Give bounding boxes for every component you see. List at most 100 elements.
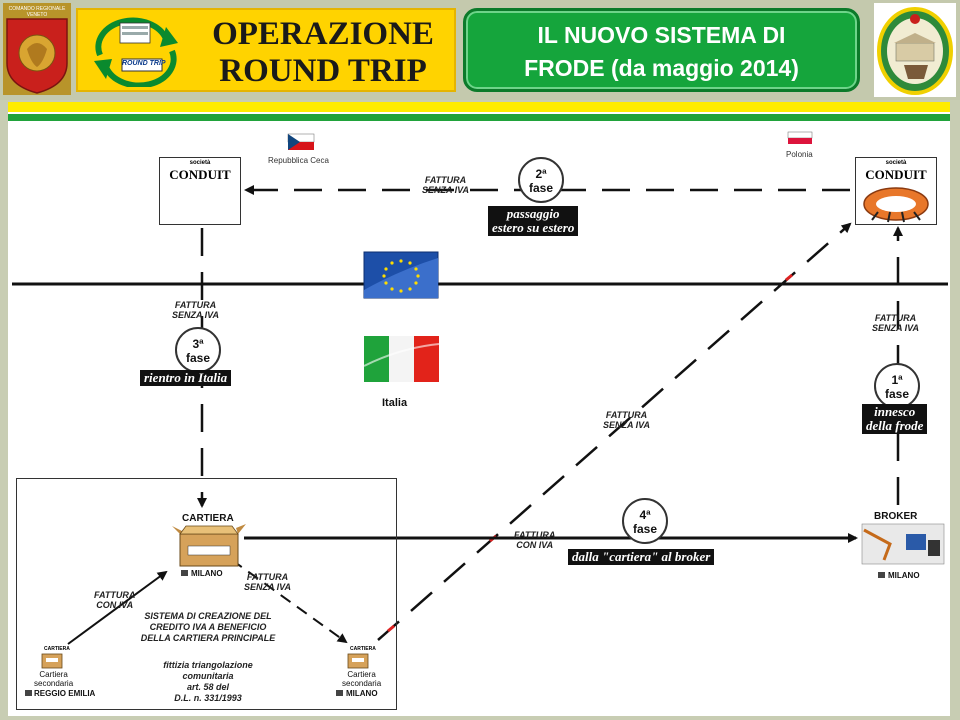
invoice-line-1: FATTURA (605, 410, 648, 420)
broker-city: MILANO (888, 571, 920, 580)
title-line-1: OPERAZIONE (212, 16, 434, 52)
conduit-box-czech: società CONDUIT (159, 157, 241, 225)
green-accent-bar (8, 114, 950, 121)
phase-1-label: innesco della frode (862, 404, 928, 434)
reggio-box-tag: CARTIERA (44, 646, 70, 652)
secondary-line-2: secondaria (342, 679, 382, 688)
milano-box-tag: CARTIERA (350, 646, 376, 652)
reggio-secondary-label: Cartiera secondaria (34, 670, 73, 688)
poland-flag-icon (787, 131, 813, 144)
emblem-logo (874, 3, 956, 97)
reggio-to-cartiera-arrow (67, 570, 168, 645)
conduit-name-label: CONDUIT (169, 167, 231, 182)
invoice-no-vat-phase2: FATTURA SENZA IVA (422, 175, 469, 195)
phase-4-label: dalla "cartiera" al broker (568, 549, 715, 565)
conduit-small-label: società (189, 160, 211, 166)
invoice-line-1: FATTURA (246, 572, 289, 582)
secondary-line-2: secondaria (34, 679, 74, 688)
invoice-line-2: SENZA IVA (422, 185, 470, 195)
vat-credit-system-box (16, 478, 397, 710)
subtitle-line-1: IL NUOVO SISTEMA DI (537, 22, 786, 48)
phase-word: fase (185, 351, 211, 365)
phase-number: 2ª (535, 167, 547, 181)
invoice-line-1: FATTURA (874, 313, 917, 323)
invoice-line-2: CON IVA (96, 600, 134, 610)
phase-4-circle: 4ª fase (622, 498, 668, 544)
italy-label: Italia (382, 397, 408, 409)
invoice-line-2: SENZA IVA (872, 323, 920, 333)
cartiera-box-icon (172, 524, 246, 567)
city-icon-cartiera (181, 570, 188, 576)
invoice-line-2: CON IVA (516, 540, 554, 550)
broker-label: BROKER (874, 511, 918, 522)
system-line-2: CREDITO IVA A BENEFICIO (149, 622, 267, 632)
reggio-city: REGGIO EMILIA (34, 689, 96, 698)
invoice-line-2: SENZA IVA (244, 582, 292, 592)
emblem-icon (877, 7, 953, 95)
phase-2-label-line-1: passaggio (506, 206, 560, 221)
cartiera-city: MILANO (191, 569, 223, 578)
phase-1-label-line-2: della frode (866, 418, 924, 433)
invoice-no-vat-diagonal: FATTURA SENZA IVA (603, 410, 650, 430)
invoice-vat-reggio: FATTURA CON IVA (94, 590, 135, 610)
vat-system-note: SISTEMA DI CREAZIONE DEL CREDITO IVA A B… (128, 611, 288, 644)
invoice-line-2: SENZA IVA (172, 310, 220, 320)
secondary-box-icon-milano (347, 653, 369, 669)
invoice-line-2: SENZA IVA (603, 420, 651, 430)
system-line-1: SISTEMA DI CREAZIONE DEL (144, 611, 272, 621)
invoice-no-vat-phase1: FATTURA SENZA IVA (872, 313, 919, 333)
phase-1-circle: 1ª fase (874, 363, 920, 409)
fict-line-4: D.L. n. 331/1993 (174, 693, 242, 703)
phase-3-label-text: rientro in Italia (144, 370, 228, 385)
invoice-line-1: FATTURA (424, 175, 467, 185)
diagonal-arrow (377, 222, 852, 641)
round-trip-logo: ROUND TRIP (86, 15, 186, 89)
phase-word: fase (528, 181, 554, 195)
round-trip-arrows-icon (94, 17, 178, 89)
system-line-3: DELLA CARTIERA PRINCIPALE (140, 633, 276, 643)
invoice-line-1: FATTURA (94, 590, 136, 600)
phase-word: fase (884, 387, 910, 401)
diagonal-red-mark-3 (785, 273, 793, 282)
city-icon-reggio (25, 690, 32, 696)
phase-3-label: rientro in Italia (140, 370, 232, 386)
title-box: ROUND TRIP OPERAZIONE ROUND TRIP (76, 8, 456, 92)
subtitle-line-2: FRODE (da maggio 2014) (524, 55, 799, 81)
invoice-vat-phase4: FATTURA CON IVA (514, 530, 555, 550)
phase-2-label-line-2: estero su estero (492, 220, 575, 235)
left-logo-caption: COMANDO REGIONALE VENETO (8, 6, 66, 18)
cartiera-label: CARTIERA (182, 513, 234, 524)
secondary-box-icon-reggio (41, 653, 63, 669)
phase-word: fase (632, 522, 658, 536)
phase-number: 4ª (639, 508, 651, 522)
shield-icon (3, 3, 71, 95)
phase-4-label-text: dalla "cartiera" al broker (572, 549, 711, 564)
conduit-small-label: società (885, 160, 907, 166)
yellow-accent-bar (8, 102, 950, 112)
invoice-line-1: FATTURA (514, 530, 556, 540)
header: COMANDO REGIONALE VENETO ROUND TRIP OPER… (0, 0, 960, 100)
fict-line-2: comunitaria (182, 671, 234, 681)
city-icon-milano-secondary (336, 690, 343, 696)
phase-2-circle: 2ª fase (518, 157, 564, 203)
secondary-line-1: Cartiera (347, 670, 376, 679)
conduit-box-poland: società CONDUIT (855, 157, 937, 225)
phase-1-label-line-1: innesco (874, 404, 916, 419)
round-trip-logo-text: ROUND TRIP (122, 60, 166, 67)
conduit-art-icon-right (863, 187, 929, 223)
diagonal-red-mark-2 (387, 624, 395, 633)
poland-label: Polonia (786, 150, 813, 159)
italy-flag-icon (363, 336, 440, 382)
city-icon-broker (878, 572, 885, 578)
eu-flag-icon (363, 251, 439, 299)
subtitle-box: IL NUOVO SISTEMA DI FRODE (da maggio 201… (463, 8, 860, 92)
invoice-line-1: FATTURA (174, 300, 217, 310)
phase-2-label: passaggio estero su estero (488, 206, 579, 236)
phase-number: 1ª (891, 373, 903, 387)
invoice-no-vat-phase3: FATTURA SENZA IVA (172, 300, 219, 320)
czech-label: Repubblica Ceca (268, 156, 329, 165)
page-title: OPERAZIONE ROUND TRIP (193, 16, 453, 90)
phase-number: 3ª (192, 337, 204, 351)
regional-command-logo: COMANDO REGIONALE VENETO (3, 3, 71, 95)
secondary-line-1: Cartiera (39, 670, 68, 679)
